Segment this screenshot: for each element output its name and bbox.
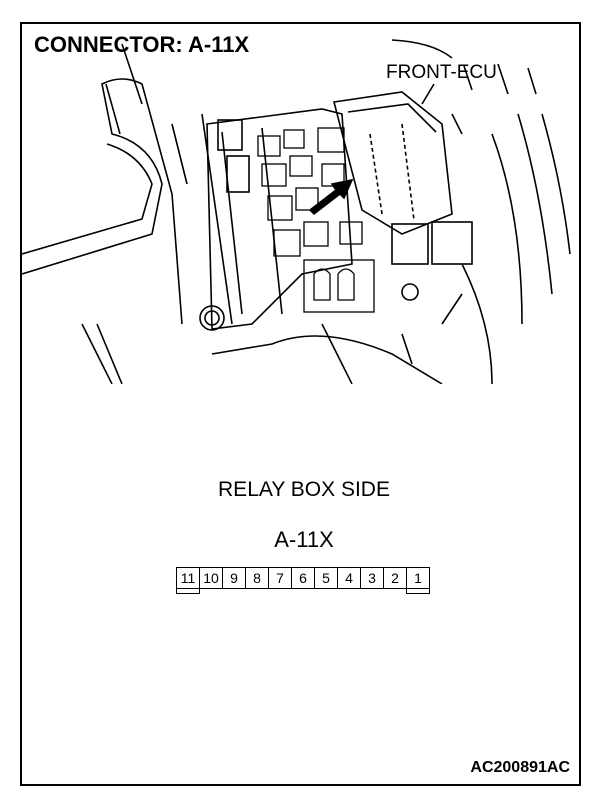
connector-name: A-11X [274, 527, 334, 552]
pin-11: 11 [176, 568, 200, 594]
view-label: RELAY BOX SIDE [218, 478, 390, 501]
pin-10: 10 [200, 568, 223, 588]
figure-frame [20, 22, 581, 786]
pin-1: 1 [406, 568, 430, 594]
pin-3: 3 [361, 568, 384, 588]
pin-9: 9 [223, 568, 246, 588]
relay-box-illustration [22, 39, 571, 384]
connector-title: CONNECTOR: A-11X [34, 32, 250, 57]
pin-8: 8 [246, 568, 269, 588]
pin-7: 7 [269, 568, 292, 588]
pin-5: 5 [315, 568, 338, 588]
figure-code: AC200891AC [470, 759, 570, 776]
pin-2: 2 [384, 568, 407, 588]
front-ecu-callout: FRONT-ECU [386, 62, 497, 83]
pin-4: 4 [338, 568, 361, 588]
pin-6: 6 [292, 568, 315, 588]
connector-pinout: 11 10 9 8 7 6 5 4 3 2 1 [176, 567, 430, 594]
